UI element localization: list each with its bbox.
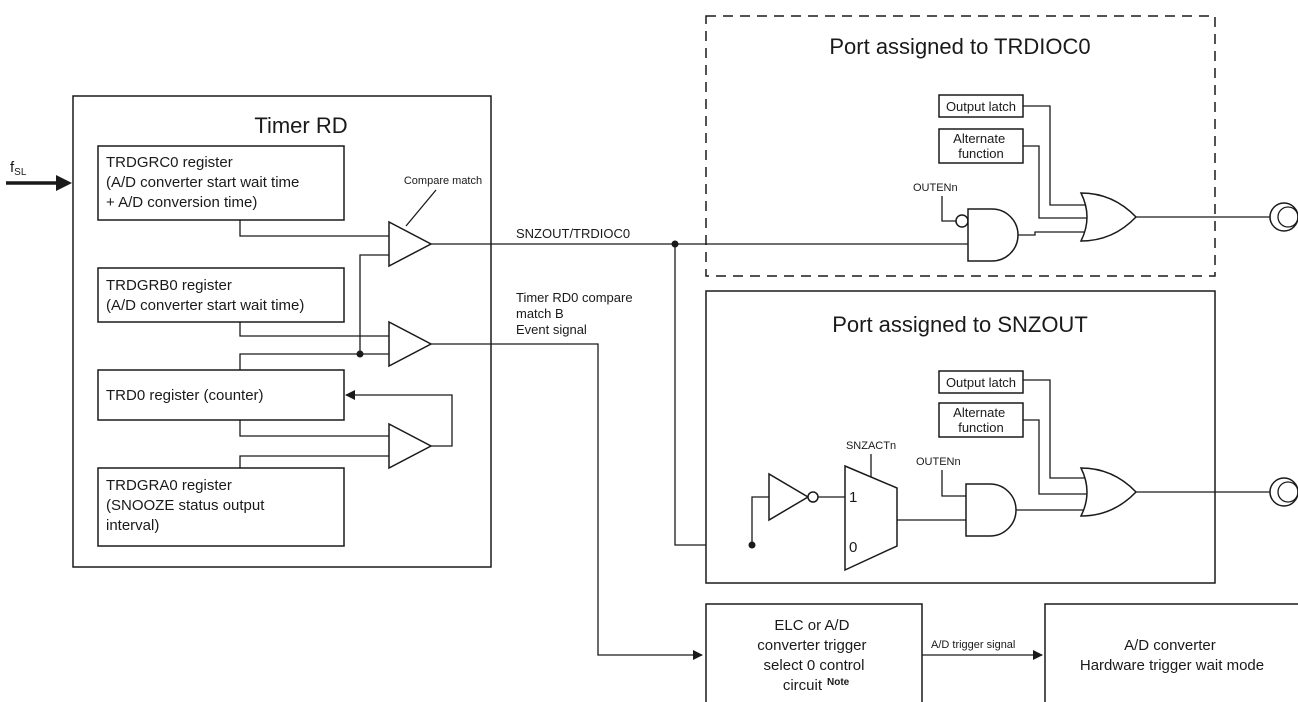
wire-trdioc0-latch-to-or (1023, 105, 1086, 206)
wire-to-inverter (751, 496, 769, 545)
trdgra0-register-text: TRDGRA0 register (SNOOZE status output i… (106, 477, 269, 534)
trdioc0-alternate-function-label: Alternate function (953, 131, 1009, 161)
trdioc0-and-gate (967, 208, 1019, 262)
inverter-gate (768, 472, 810, 522)
adc-frame (1044, 603, 1298, 702)
event-signal-label: Timer RD0 compare match B Event signal (516, 290, 636, 337)
timer-rd-block: Timer RD TRDGRC0 register (A/D converter… (72, 95, 492, 568)
snzout-output-latch-label: Output latch (946, 375, 1016, 390)
wire-snzout-outen (941, 470, 966, 497)
wire-trd0-to-comp-c (359, 254, 389, 354)
wire-trdgra0-to-comp (239, 455, 389, 468)
wire-trdioc0-outen-bubble (941, 209, 956, 222)
trd0-counter-text: TRD0 register (counter) (106, 387, 264, 404)
snzout-signal: SNZOUT/TRDIOC0 (431, 226, 970, 546)
inverter-bubble (807, 491, 819, 503)
trdgrc0-register-box (97, 145, 345, 221)
wire-trdgrb0-to-comp (239, 322, 389, 337)
wire-trd0-to-comp-b (239, 353, 389, 370)
port-trdioc0-title: Port assigned to TRDIOC0 (829, 34, 1090, 59)
elc-frame (705, 603, 923, 702)
ad-trigger-signal: A/D trigger signal (922, 639, 1043, 660)
trdgrb0-register-box (97, 267, 345, 323)
snzout-trdioc0-label: SNZOUT/TRDIOC0 (516, 226, 630, 241)
trdgrc0-register-text: TRDGRC0 register (A/D converter start wa… (106, 154, 304, 211)
comparator-b (388, 320, 433, 368)
wire-snzout-alt-to-or (1023, 419, 1089, 495)
port-trdioc0-frame (705, 15, 1216, 277)
trdgrb0-register-text: TRDGRB0 register (A/D converter start wa… (106, 277, 304, 314)
snzout-pin-outer (1269, 477, 1298, 507)
trdioc0-outen-label: OUTENn (913, 182, 958, 194)
elc-label-last: circuit (783, 677, 823, 694)
trdioc0-alternate-function-box (938, 128, 1024, 164)
comparator-a (388, 422, 433, 470)
port-trdioc0-block: Port assigned to TRDIOC0 Output latch Al… (705, 15, 1298, 277)
mux-input-1-label: 1 (849, 489, 857, 506)
snzout-output-latch-box (938, 370, 1024, 394)
trdioc0-pin-outer (1269, 202, 1298, 232)
trdioc0-outen-inverter-bubble (955, 214, 969, 228)
trdioc0-pin-inner (1277, 206, 1298, 228)
elc-block: ELC or A/D converter trigger select 0 co… (705, 603, 923, 702)
snzout-pin-inner (1277, 481, 1298, 503)
wire-trd0-to-comp-a (239, 420, 389, 437)
snzact-label: SNZACTn (846, 440, 896, 452)
wire-trdioc0-and-to-or (1018, 231, 1085, 236)
junction-trd0 (356, 350, 364, 358)
compare-match-label: Compare match (404, 175, 482, 187)
compare-match-pointer (405, 189, 437, 227)
event-signal: Timer RD0 compare match B Event signal (431, 290, 703, 660)
ad-trigger-signal-label: A/D trigger signal (931, 639, 1015, 651)
adc-block: A/D converter Hardware trigger wait mode (1044, 603, 1298, 702)
trdioc0-output-latch-label: Output latch (946, 99, 1016, 114)
trdioc0-or-gate (1079, 192, 1138, 242)
port-snzout-block: Port assigned to SNZOUT Output latch Alt… (705, 290, 1298, 584)
wire-event-to-elc (431, 343, 703, 660)
timer-rd-title: Timer RD (254, 113, 347, 138)
fsl-input: fSL (6, 159, 72, 191)
trdgra0-register-box (97, 467, 345, 547)
wire-snzout-latch-to-or (1023, 379, 1086, 479)
snzout-alternate-function-label: Alternate function (953, 405, 1009, 435)
wire-trdioc0-alt-to-or (1023, 145, 1089, 219)
wire-clear-feedback (345, 390, 453, 447)
snzout-and-gate (965, 483, 1017, 537)
port-snzout-title: Port assigned to SNZOUT (832, 312, 1088, 337)
snzout-or-gate (1079, 467, 1138, 517)
elc-note-superscript: Note (827, 677, 850, 688)
comparator-c (388, 220, 433, 268)
fsl-label: fSL (10, 159, 27, 178)
adc-label: A/D converter Hardware trigger wait mode (1080, 637, 1264, 674)
fsl-arrow-head (56, 175, 72, 191)
trd0-counter-box (97, 369, 345, 421)
mux-input-0-label: 0 (849, 539, 857, 556)
snzout-mux (844, 464, 898, 572)
snzout-alternate-function-box (938, 402, 1024, 438)
snzout-outen-label: OUTENn (916, 456, 961, 468)
wire-trdgrc0-to-comp (239, 220, 389, 237)
elc-label: ELC or A/D converter trigger select 0 co… (757, 617, 870, 674)
